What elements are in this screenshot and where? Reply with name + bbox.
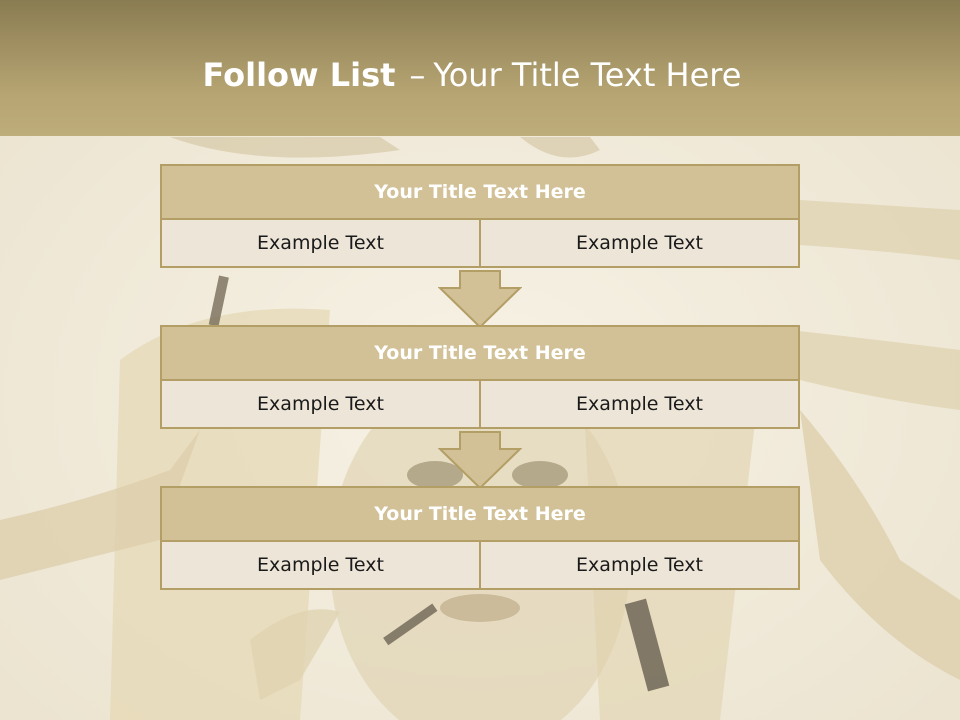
- list-block-3: Your Title Text Here Example Text Exampl…: [160, 486, 800, 590]
- list-block-1: Your Title Text Here Example Text Exampl…: [160, 164, 800, 268]
- down-arrow-icon: [438, 270, 522, 328]
- block-title: Your Title Text Here: [160, 325, 800, 381]
- block-row: Example Text Example Text: [160, 220, 800, 268]
- block-title: Your Title Text Here: [160, 164, 800, 220]
- block-cell-right: Example Text: [481, 220, 800, 268]
- block-title: Your Title Text Here: [160, 486, 800, 542]
- block-row: Example Text Example Text: [160, 381, 800, 429]
- header-bar: [0, 0, 960, 136]
- block-cell-right: Example Text: [481, 381, 800, 429]
- down-arrow-icon: [438, 431, 522, 489]
- block-cell-left: Example Text: [160, 220, 481, 268]
- block-cell-right: Example Text: [481, 542, 800, 590]
- title-rest: Your Title Text Here: [433, 56, 742, 94]
- block-cell-left: Example Text: [160, 542, 481, 590]
- block-row: Example Text Example Text: [160, 542, 800, 590]
- title-dash: –: [409, 56, 426, 94]
- title-bold: Follow List: [202, 56, 396, 94]
- block-cell-left: Example Text: [160, 381, 481, 429]
- list-block-2: Your Title Text Here Example Text Exampl…: [160, 325, 800, 429]
- page-title: Follow List–Your Title Text Here: [0, 52, 944, 98]
